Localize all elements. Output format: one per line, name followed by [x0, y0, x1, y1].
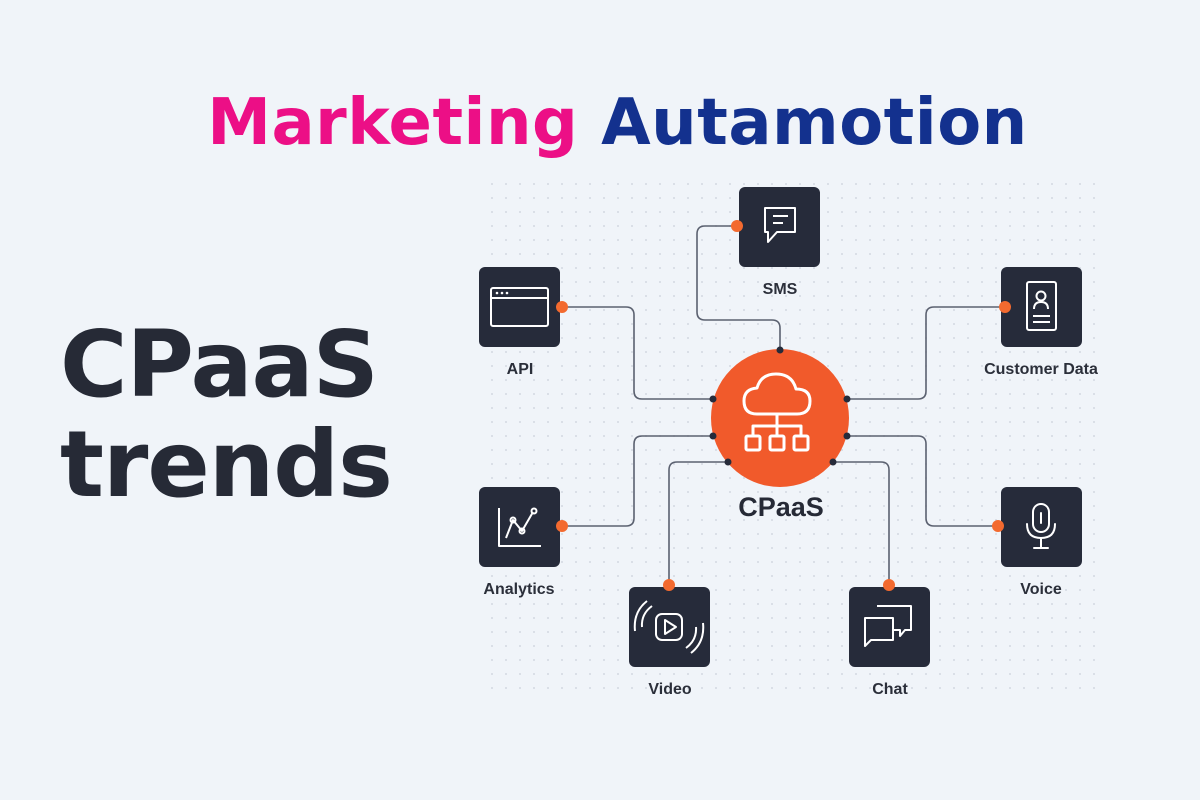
heading: Marketing Autamotion [0, 86, 1200, 160]
connector-lines [562, 225, 1004, 585]
line-chat [833, 461, 890, 585]
node-analytics: Analytics [479, 487, 568, 598]
node-video-label: Video [648, 681, 692, 698]
line-customer-data [847, 306, 1004, 400]
side-title-line-2: trends [60, 411, 393, 518]
node-chat: Chat [849, 579, 930, 698]
node-voice-tile [1001, 487, 1082, 567]
line-chart-icon [498, 507, 541, 547]
node-analytics-label: Analytics [483, 581, 554, 598]
node-chat-label: Chat [872, 681, 908, 698]
node-sms-label: SMS [763, 281, 798, 298]
cloud-network-icon [742, 372, 812, 452]
connector-dot [663, 579, 675, 591]
line-api [562, 306, 712, 400]
node-sms: SMS [731, 187, 820, 298]
connector-dot [731, 220, 743, 232]
line-voice [847, 435, 998, 527]
hub-label: CPaaS [738, 492, 824, 522]
node-customer-data: Customer Data [984, 267, 1098, 378]
connector-dot [883, 579, 895, 591]
side-title-line-1: CPaaS [60, 311, 379, 418]
node-customer-data-tile [1001, 267, 1082, 347]
browser-window-icon [490, 287, 549, 327]
node-api-label: API [507, 361, 534, 378]
line-video [668, 461, 727, 585]
connector-dot [556, 520, 568, 532]
hub-junctions [709, 346, 851, 466]
message-icon [764, 207, 796, 243]
heading-word-marketing: Marketing [207, 86, 579, 160]
side-title: CPaaS trends [60, 311, 393, 518]
node-sms-tile [739, 187, 820, 267]
chat-bubbles-icon [864, 605, 912, 647]
heading-word-automation: Autamotion [601, 86, 1028, 160]
contact-card-icon [1026, 281, 1057, 331]
node-customer-data-label: Customer Data [984, 361, 1098, 378]
hub-circle [711, 349, 849, 487]
hub-cpaas: CPaaS [711, 349, 849, 522]
node-api: API [479, 267, 568, 378]
connector-dot [999, 301, 1011, 313]
node-voice-label: Voice [1020, 581, 1062, 598]
line-sms [696, 225, 781, 349]
node-video: Video [629, 579, 710, 698]
connector-dot [992, 520, 1004, 532]
video-play-icon [633, 600, 705, 654]
line-analytics [562, 435, 712, 527]
connector-dot [556, 301, 568, 313]
microphone-icon [1026, 503, 1056, 549]
node-voice: Voice [992, 487, 1082, 598]
